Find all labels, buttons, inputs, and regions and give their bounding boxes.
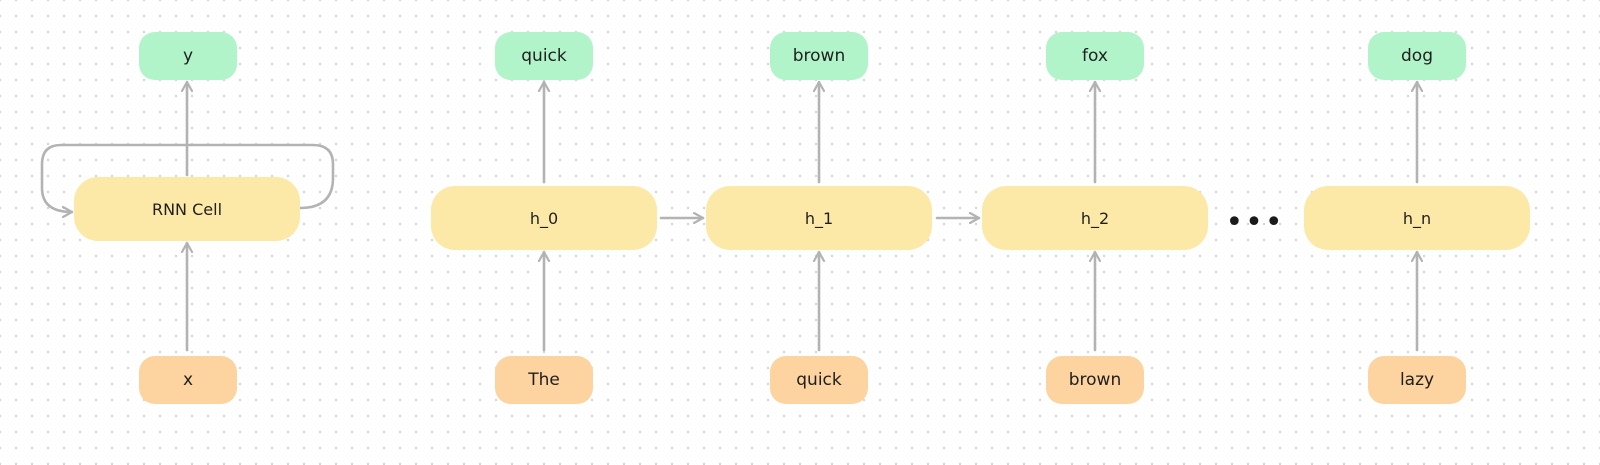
hidden-state-node-0: h_0	[431, 186, 657, 250]
output-node-1: brown	[770, 32, 868, 80]
output-label-2: fox	[1082, 46, 1108, 66]
input-node-1: quick	[770, 356, 868, 404]
output-label-3: dog	[1401, 46, 1433, 66]
rnn-cell-label: RNN Cell	[151, 199, 223, 219]
input-label-0: The	[528, 370, 560, 390]
folded-input-node: x	[139, 356, 237, 404]
input-node-2: brown	[1046, 356, 1144, 404]
hidden-state-label-1: h_1	[804, 208, 834, 228]
folded-output-label: y	[182, 46, 194, 66]
hidden-state-node-3: h_n	[1304, 186, 1530, 250]
input-label-1: quick	[796, 370, 842, 390]
hidden-state-label-3: h_n	[1402, 208, 1432, 228]
hidden-state-label-0: h_0	[529, 208, 559, 228]
output-label-0: quick	[521, 46, 567, 66]
hidden-state-label-2: h_2	[1080, 208, 1110, 228]
hidden-state-node-1: h_1	[706, 186, 932, 250]
output-node-3: dog	[1368, 32, 1466, 80]
hidden-state-node-2: h_2	[982, 186, 1208, 250]
folded-output-node: y	[139, 32, 237, 80]
ellipsis: •••	[1225, 205, 1285, 240]
folded-input-label: x	[182, 370, 194, 390]
output-node-2: fox	[1046, 32, 1144, 80]
input-label-3: lazy	[1399, 370, 1435, 390]
rnn-cell-node: RNN Cell	[74, 177, 300, 241]
input-label-2: brown	[1068, 370, 1122, 390]
recurrence-loop-arrow	[40, 143, 335, 212]
input-node-3: lazy	[1368, 356, 1466, 404]
input-node-0: The	[495, 356, 593, 404]
output-node-0: quick	[495, 32, 593, 80]
output-label-1: brown	[792, 46, 846, 66]
